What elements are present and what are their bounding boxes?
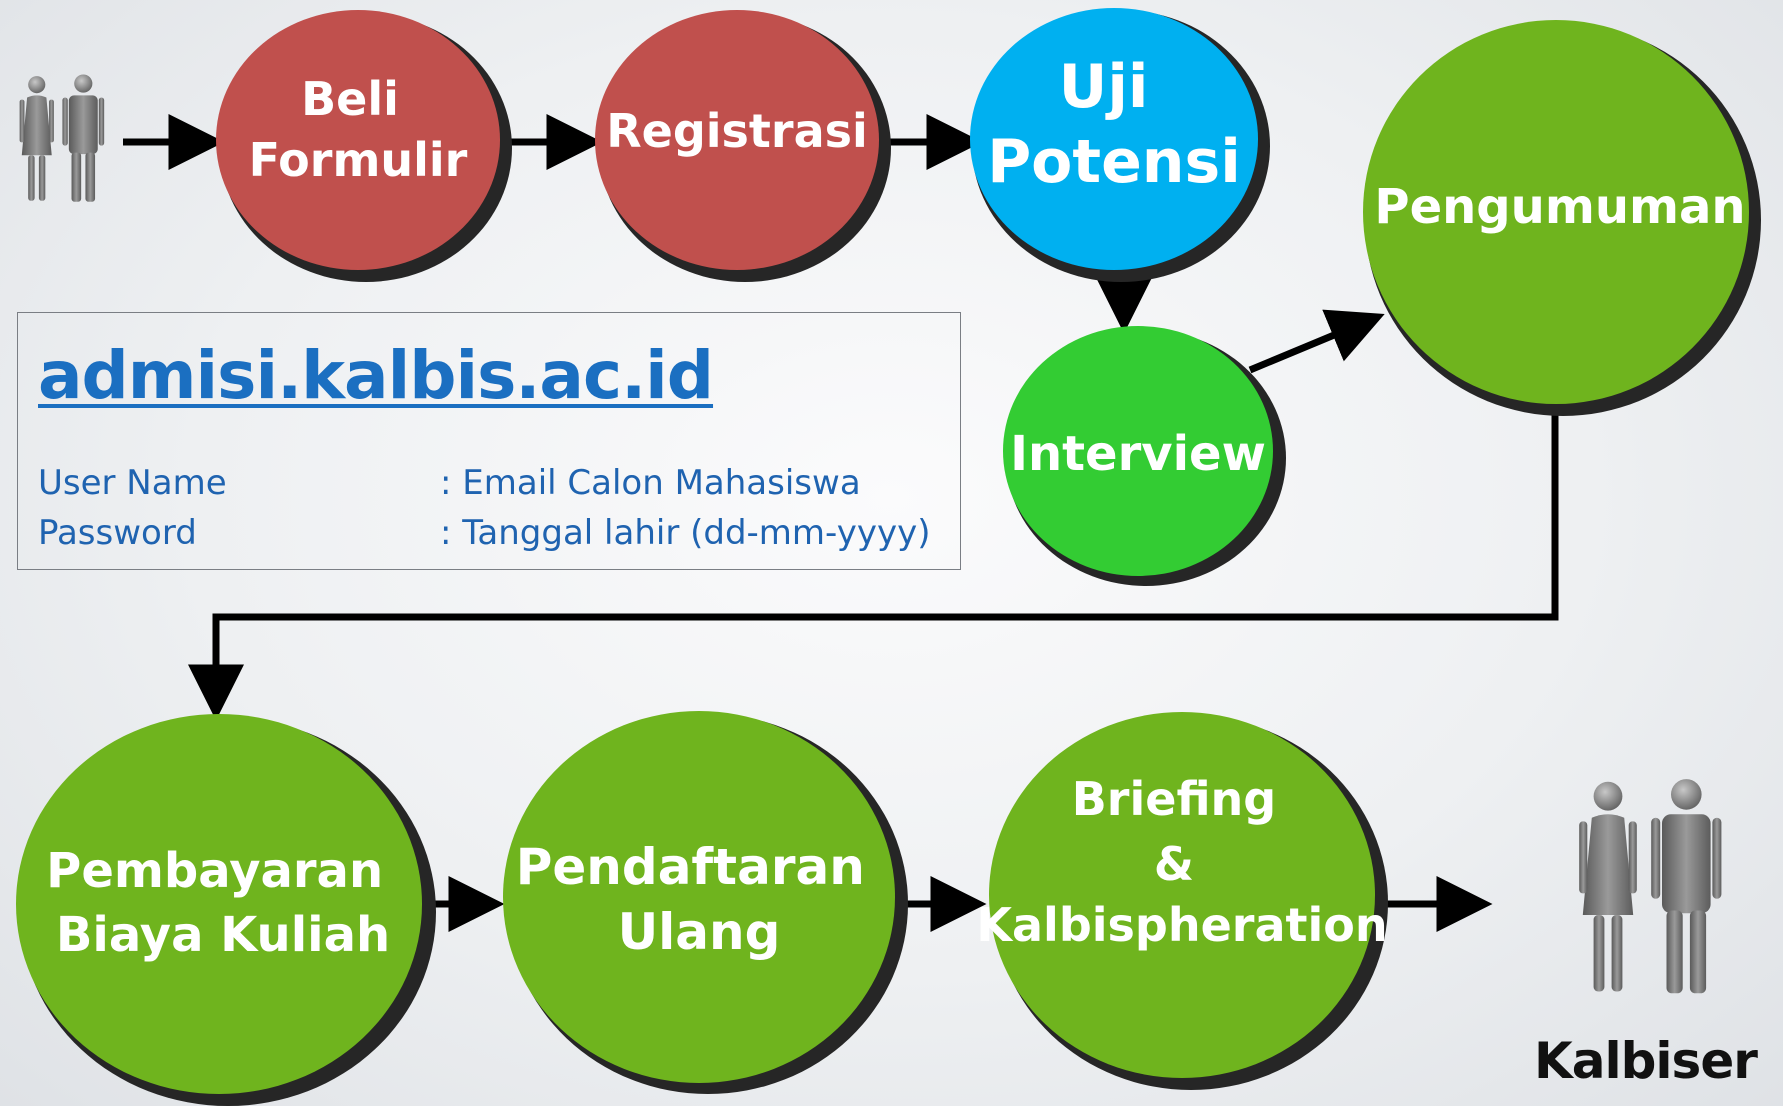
site-url-link[interactable]: admisi.kalbis.ac.id	[38, 337, 714, 414]
node-label: Registrasi	[606, 104, 868, 158]
node-label: Potensi	[987, 127, 1241, 197]
connectors	[123, 114, 1559, 932]
node-beli-formulir: Beli Formulir	[216, 10, 512, 282]
node-label: Pembayaran	[46, 843, 383, 899]
node-label: Biaya Kuliah	[56, 907, 390, 963]
end-label: Kalbiser	[1534, 1032, 1758, 1090]
node-label: &	[1154, 837, 1194, 891]
username-value: : Email Calon Mahasiswa	[440, 463, 861, 503]
node-registrasi: Registrasi	[595, 10, 891, 282]
node-uji-potensi: Uji Potensi	[970, 8, 1270, 282]
node-pendaftaran-ulang: Pendaftaran Ulang	[503, 711, 908, 1094]
password-value: : Tanggal lahir (dd-mm-yyyy)	[440, 513, 931, 553]
password-label: Password	[38, 513, 197, 553]
svg-text:Interview: Interview	[1010, 426, 1266, 482]
svg-text:Pembayaran Biaya Kuliah: Pembayaran Biaya Kuliah	[46, 843, 400, 963]
svg-text:Uji Potensi: Uji Potensi	[987, 52, 1241, 197]
node-label: Pengumuman	[1374, 179, 1745, 235]
arrow-pengumuman-to-pembayaran	[188, 415, 1559, 721]
login-info-box: admisi.kalbis.ac.id User Name : Email Ca…	[17, 312, 961, 570]
node-label: Kalbispheration	[976, 898, 1387, 952]
node-label: Briefing	[1072, 772, 1276, 826]
node-pembayaran-biaya-kuliah: Pembayaran Biaya Kuliah	[16, 714, 436, 1106]
username-row: User Name : Email Calon Mahasiswa	[38, 463, 861, 503]
password-row: Password : Tanggal lahir (dd-mm-yyyy)	[38, 513, 930, 553]
people-icon-end	[1579, 779, 1722, 994]
people-icon-start	[19, 74, 105, 202]
svg-text:Registrasi: Registrasi	[606, 104, 868, 158]
node-label: Interview	[1010, 426, 1266, 482]
node-interview: Interview	[1003, 326, 1286, 586]
node-label: Beli	[301, 72, 399, 126]
node-label: Formulir	[249, 133, 468, 187]
node-briefing-kalbispheration: Briefing & Kalbispheration	[976, 712, 1388, 1090]
username-label: User Name	[38, 463, 227, 503]
arrow-interview-to-pengumuman	[1248, 309, 1385, 374]
node-label: Uji	[1059, 52, 1149, 122]
svg-text:Pendaftaran Ulang: Pendaftaran Ulang	[516, 838, 883, 961]
node-label: Ulang	[618, 903, 781, 961]
svg-text:Beli Formulir: Beli Formulir	[249, 72, 468, 187]
node-pengumuman: Pengumuman	[1363, 20, 1761, 416]
svg-text:Briefing & Kalbisp: Briefing & Kalbispheration	[976, 772, 1387, 952]
node-label: Pendaftaran	[516, 838, 865, 896]
svg-text:Pengumuman: Pengumuman	[1374, 179, 1745, 235]
